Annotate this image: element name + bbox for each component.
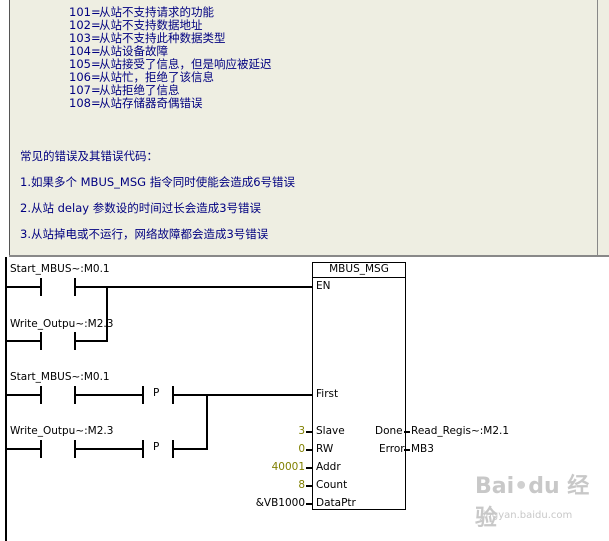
p-contact-1-right[interactable] [172,386,174,404]
error-code-105: 105=从站接受了信息，但是响应被延迟 [69,57,272,71]
watermark-logo: Bai•du 经验 [475,474,590,531]
value-dataptr[interactable]: &VB1000 [255,497,305,509]
contact-start-1-left[interactable] [40,278,42,296]
wire [7,340,40,342]
contact-label-write-2: Write_Outpu~:M2.3 [10,425,114,437]
contact-write-1-right[interactable] [74,332,76,350]
contact-label-start-2: Start_MBUS~:M0.1 [10,371,110,383]
comment-separator [9,255,609,257]
comment-note-1: 1.如果多个 MBUS_MSG 指令同时使能会造成6号错误 [20,175,296,189]
power-rail [5,257,7,541]
value-addr[interactable]: 40001 [271,461,305,473]
wire [76,448,142,450]
contact-write-1-left[interactable] [40,332,42,350]
wire [76,340,108,342]
comment-left-border [9,0,10,257]
value-done[interactable]: Read_Regis~:M2.1 [411,425,510,437]
block-title: MBUS_MSG [329,263,389,275]
p-contact-2-right[interactable] [172,440,174,458]
value-count[interactable]: 8 [298,479,305,491]
wire [306,449,312,451]
pin-slave: Slave [316,425,345,437]
wire [7,286,40,288]
wire-en [76,286,312,288]
value-rw[interactable]: 0 [298,443,305,455]
pin-done: Done [375,425,403,437]
p-contact-2-label: P [153,441,160,453]
wire [7,394,40,396]
block-title-divider [313,277,405,278]
wire-branch [106,286,108,342]
pin-rw: RW [316,443,334,455]
contact-write-2-right[interactable] [74,440,76,458]
error-code-108: 108=从站存储器奇偶错误 [69,96,203,110]
wire-branch [206,394,208,450]
wire [404,431,410,433]
wire [306,485,312,487]
wire [76,394,142,396]
contact-start-2-left[interactable] [40,386,42,404]
error-code-103: 103=从站不支持此种数据类型 [69,31,226,45]
wire [306,431,312,433]
contact-start-2-right[interactable] [74,386,76,404]
pin-en: EN [316,280,331,292]
wire [404,449,410,451]
wire [174,448,208,450]
wire [7,448,40,450]
pin-dataptr: DataPtr [316,497,356,509]
p-contact-1-left[interactable] [142,386,144,404]
error-code-104: 104=从站设备故障 [69,44,168,58]
network-comment [9,0,609,257]
pin-count: Count [316,479,348,491]
wire-first [174,394,312,396]
error-code-101: 101=从站不支持请求的功能 [69,5,214,19]
comment-heading: 常见的错误及其错误代码： [20,149,158,163]
comment-right-border [597,0,598,257]
contact-label-write-1: Write_Outpu~:M2.3 [10,318,114,330]
p-contact-2-left[interactable] [142,440,144,458]
pin-addr: Addr [316,461,341,473]
pin-first: First [316,388,339,400]
wire [306,503,312,505]
contact-write-2-left[interactable] [40,440,42,458]
comment-note-2: 2.从站 delay 参数设的时间过长会造成3号错误 [20,201,262,215]
error-code-106: 106=从站忙，拒绝了该信息 [69,70,214,84]
watermark-url: jingyan.baidu.com [480,510,573,521]
error-code-107: 107=从站拒绝了信息 [69,83,180,97]
p-contact-1-label: P [153,387,160,399]
pin-error: Error [379,443,405,455]
value-slave[interactable]: 3 [298,425,305,437]
contact-label-start-1: Start_MBUS~:M0.1 [10,263,110,275]
error-code-102: 102=从站不支持数据地址 [69,18,203,32]
comment-note-3: 3.从站掉电或不运行，网络故障都会造成3号错误 [20,227,269,241]
wire [306,467,312,469]
value-error[interactable]: MB3 [411,443,434,455]
contact-start-1-right[interactable] [74,278,76,296]
mbus-msg-block[interactable]: MBUS_MSG [312,262,406,510]
